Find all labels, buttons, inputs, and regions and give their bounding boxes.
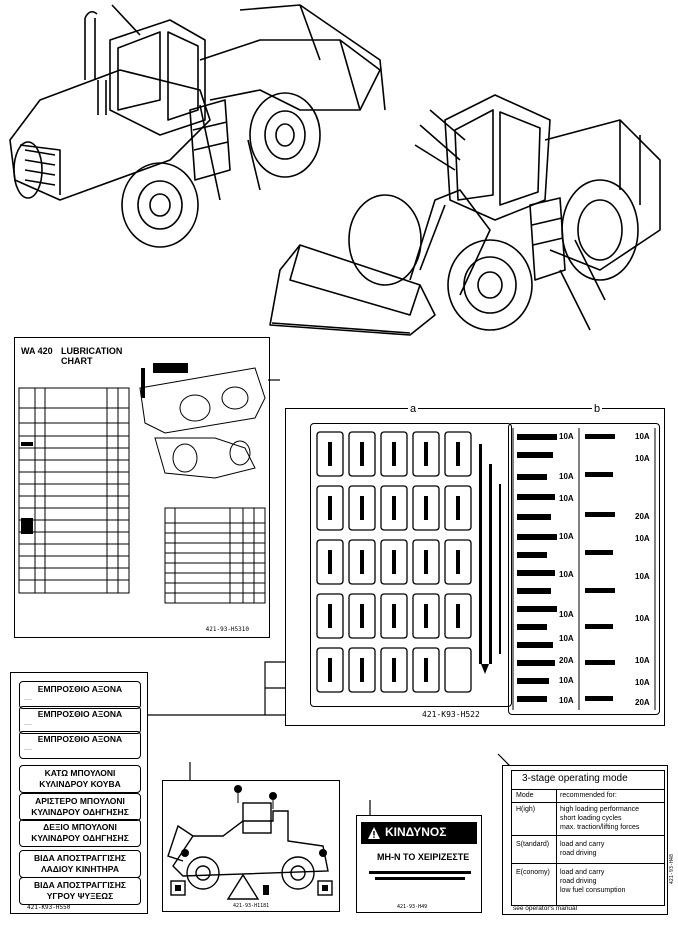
leader-line bbox=[268, 379, 280, 381]
fuse-panel-label: a b bbox=[285, 403, 665, 726]
fuse-rating: 10A bbox=[559, 494, 574, 503]
mode-economy: E(conomy) bbox=[516, 869, 550, 876]
loader-decal: 421-93-H1181 bbox=[162, 780, 340, 912]
fuse-panel-part-number: 421-K93-H522 bbox=[422, 710, 480, 719]
lubrication-chart-diagram bbox=[18, 363, 266, 604]
fuse-rating: 10A bbox=[559, 570, 574, 579]
fuse-grid bbox=[310, 423, 512, 707]
wheel-loader-rear-view-illustration bbox=[9, 4, 386, 248]
loader-decal-part-number: 421-93-H1181 bbox=[233, 903, 270, 909]
mode-line: load and carry bbox=[560, 869, 605, 876]
greek-label: ΔΕΞΙΟ ΜΠΟΥΛΟΝΙ ΚΥΛΙΝΔΡΟΥ ΟΔΗΓΗΣΗΣ bbox=[19, 819, 141, 847]
greek-label: ΕΜΠΡΟΣΘΙΟ ΑΞΟΝΑ···· bbox=[19, 706, 141, 734]
danger-title: ΚΙΝΔΥΝΟΣ bbox=[385, 825, 447, 839]
callout-b: b bbox=[592, 403, 603, 415]
greek-label-part-number: 421-K93-H550 bbox=[27, 904, 71, 911]
lubrication-chart-title-2: CHART bbox=[61, 356, 93, 366]
lubrication-chart-part-number: 421-93-H5310 bbox=[205, 626, 249, 633]
operating-mode-part-number: 421-93-H48 bbox=[669, 854, 675, 885]
fuse-rating: 10A bbox=[559, 472, 574, 481]
fuse-rating: 10A bbox=[559, 634, 574, 643]
callout-a: a bbox=[408, 403, 419, 415]
mode-line: load and carry bbox=[560, 841, 605, 848]
danger-subtitle: ΜΗ-Ν ΤΟ ΧΕΙΡΙΖΕΣΤΕ bbox=[377, 852, 470, 862]
mode-line: high loading performance bbox=[560, 806, 639, 813]
mode-line: road driving bbox=[560, 878, 597, 885]
greek-label: ΕΜΠΡΟΣΘΙΟ ΑΞΟΝΑ···· bbox=[19, 681, 141, 709]
greek-label: ΚΑΤΩ ΜΠΟΥΛΟΝΙ ΚΥΛΙΝΔΡΟΥ ΚΟΥΒΑ bbox=[19, 765, 141, 793]
greek-label: ΒΙΔΑ ΑΠΟΣΤΡΑΓΓΙΣΗΣ ΛΑΔΙΟΥ ΚΙΝΗΤΗΡΑ bbox=[19, 850, 141, 878]
fuse-rating: 10A bbox=[635, 678, 650, 687]
fuse-rating: 10A bbox=[559, 696, 574, 705]
fuse-rating: 10A bbox=[635, 432, 650, 441]
wheel-loader-front-view-illustration bbox=[269, 94, 661, 336]
greek-label: ΕΜΠΡΟΣΘΙΟ ΑΞΟΝΑ···· bbox=[19, 731, 141, 759]
mode-line: low fuel consumption bbox=[560, 887, 626, 894]
greek-label: ΒΙΔΑ ΑΠΟΣΤΡΑΓΓΙΣΗΣ ΥΓΡΟΥ ΨΥΞΕΩΣ bbox=[19, 877, 141, 905]
mode-line: max. traction/lifting forces bbox=[560, 824, 640, 831]
lubrication-chart-title: LUBRICATION bbox=[61, 346, 123, 356]
danger-header bbox=[361, 822, 477, 844]
fuse-rating: 10A bbox=[635, 454, 650, 463]
mode-standard: S(tandard) bbox=[516, 841, 550, 848]
operating-mode-title: 3-stage operating mode bbox=[522, 773, 628, 784]
danger-small-print bbox=[369, 871, 471, 880]
fuse-rating: 10A bbox=[559, 676, 574, 685]
danger-label: ΚΙΝΔΥΝΟΣ ΜΗ-Ν ΤΟ ΧΕΙΡΙΖΕΣΤΕ 421-93-H49 bbox=[356, 815, 482, 913]
fuse-rating: 10A bbox=[635, 614, 650, 623]
warning-triangle-icon bbox=[368, 827, 380, 839]
fuse-rating: 20A bbox=[559, 656, 574, 665]
mode-line: short loading cycles bbox=[560, 815, 622, 822]
lubrication-chart: WA 420 LUBRICATION CHART 421-93-H53 bbox=[14, 337, 270, 638]
operating-mode-footer: see operator's manual bbox=[513, 905, 578, 912]
fuse-rating-list: 10A 10A 10A 10A 10A 20A 10A 10A 10A 10A … bbox=[508, 423, 660, 715]
fuse-rating: 10A bbox=[635, 656, 650, 665]
fuse-rating: 20A bbox=[635, 512, 650, 521]
lubrication-chart-model: WA 420 bbox=[21, 346, 53, 356]
mode-high: H(igh) bbox=[516, 806, 536, 813]
fuse-rating: 20A bbox=[635, 698, 650, 707]
operating-mode-label: 3-stage operating mode Mode recommended … bbox=[502, 765, 675, 915]
greek-label: ΑΡΙΣΤΕΡΟ ΜΠΟΥΛΟΝΙ ΚΥΛΙΝΔΡΟΥ ΟΔΗΓΗΣΗΣ bbox=[19, 793, 141, 821]
loader-decal-illustration bbox=[167, 785, 333, 900]
fuse-rating: 10A bbox=[559, 432, 574, 441]
operating-mode-inner: 3-stage operating mode Mode recommended … bbox=[511, 770, 665, 906]
danger-part-number: 421-93-H49 bbox=[397, 904, 428, 910]
operating-mode-header-mode: Mode bbox=[516, 792, 534, 799]
leader-line bbox=[147, 661, 285, 716]
fuse-rating: 10A bbox=[635, 572, 650, 581]
leader-line bbox=[189, 762, 191, 782]
greek-label-sheet: ΕΜΠΡΟΣΘΙΟ ΑΞΟΝΑ···· ΕΜΠΡΟΣΘΙΟ ΑΞΟΝΑ···· … bbox=[10, 672, 148, 914]
mode-line: road driving bbox=[560, 850, 597, 857]
fuse-rating: 10A bbox=[559, 532, 574, 541]
fuse-rating: 10A bbox=[635, 534, 650, 543]
operating-mode-header-recommended: recommended for: bbox=[560, 792, 617, 799]
fuse-rating: 10A bbox=[559, 610, 574, 619]
